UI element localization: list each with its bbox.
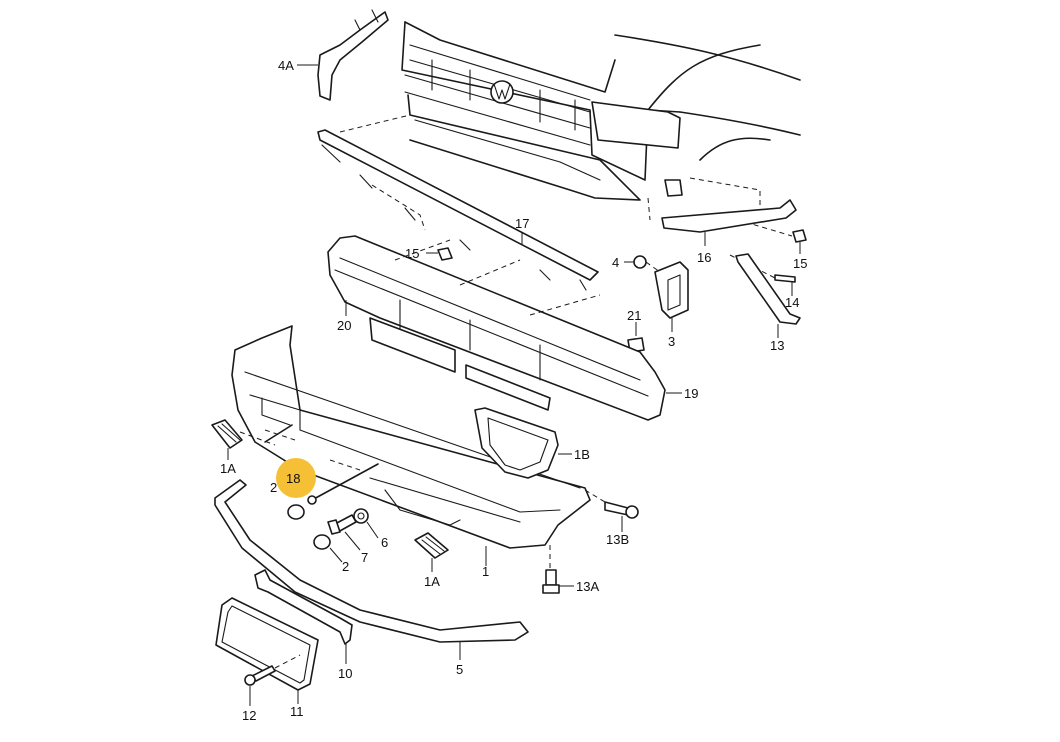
- callout-10: 10: [338, 666, 352, 681]
- callout-13B: 13B: [606, 532, 629, 547]
- callout-6: 6: [381, 535, 388, 550]
- part-18-rod: [264, 424, 379, 505]
- part-15-clip-left: [426, 247, 453, 261]
- callout-16: 16: [697, 250, 711, 265]
- part-7-bolt: [327, 514, 361, 551]
- callout-21: 21: [627, 308, 641, 323]
- callout-4A: 4A: [278, 58, 294, 73]
- callout-1A-lower: 1A: [424, 574, 440, 589]
- callout-11: 11: [290, 704, 304, 719]
- callout-1: 1: [482, 564, 489, 579]
- callout-19: 19: [684, 386, 698, 401]
- part-12-screw: [244, 654, 301, 706]
- callout-1A-left: 1A: [220, 461, 236, 476]
- callout-14: 14: [785, 295, 799, 310]
- callout-4: 4: [612, 255, 619, 270]
- callout-13A: 13A: [576, 579, 599, 594]
- callout-7: 7: [361, 550, 368, 565]
- part-1B-bracket: [474, 407, 572, 479]
- callout-15-left: 15: [405, 246, 419, 261]
- part-17-carrier-bar: [317, 114, 599, 291]
- part-1A-grille-lower: [414, 532, 449, 572]
- part-20-impact-absorber: [327, 235, 682, 421]
- part-5-trim-strip: [214, 479, 529, 660]
- part-11-plate-frame: [215, 597, 319, 704]
- part-4-washer: [624, 255, 647, 269]
- part-10-plate-holder: [254, 569, 353, 664]
- part-14-bolt: [729, 254, 796, 296]
- callout-15-right: 15: [793, 256, 807, 271]
- part-1-bumper-cover: [231, 325, 591, 566]
- part-13B-bolt: [584, 489, 639, 532]
- callout-2-lower: 2: [342, 559, 349, 574]
- callout-5: 5: [456, 662, 463, 677]
- callout-12: 12: [242, 708, 256, 723]
- callout-20: 20: [337, 318, 351, 333]
- callout-13: 13: [770, 338, 784, 353]
- part-6-washer: [353, 508, 379, 539]
- callout-3: 3: [668, 334, 675, 349]
- part-2-cap-upper: [287, 504, 305, 520]
- callout-1B: 1B: [574, 447, 590, 462]
- part-1A-grille-left: [211, 419, 276, 460]
- part-3-mounting-bracket: [645, 261, 689, 332]
- part-15-clip-right: [744, 221, 807, 254]
- part-13A-bolt: [542, 545, 574, 594]
- callout-18: 18: [286, 471, 300, 486]
- highlight-marker-18: [276, 458, 316, 498]
- part-2-cap-lower: [313, 534, 343, 563]
- part-4A-side-bracket: [297, 9, 389, 101]
- part-13-lower-bracket: [735, 253, 801, 338]
- vehicle-front-body: [401, 21, 801, 221]
- callout-17: 17: [515, 216, 529, 231]
- part-16-side-bracket: [661, 199, 797, 246]
- callout-2-upper: 2: [270, 480, 277, 495]
